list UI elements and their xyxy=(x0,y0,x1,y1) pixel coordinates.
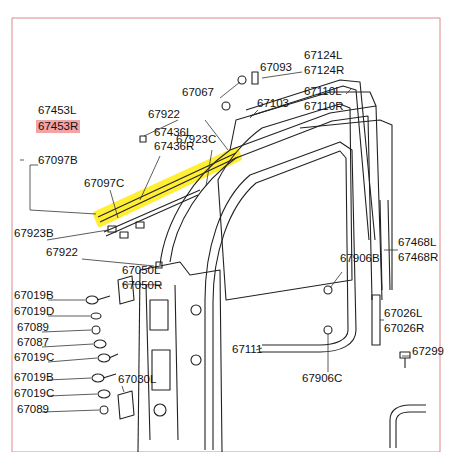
part-number: 67110L xyxy=(304,85,342,98)
part-number: 67124R xyxy=(304,64,344,77)
part-number: 67050L xyxy=(122,264,160,277)
part-number: 67087 xyxy=(17,336,49,349)
part-number: 67019D xyxy=(14,305,54,318)
frame-border xyxy=(12,18,440,452)
part-number: 67453R xyxy=(38,120,78,133)
part-number: 67906B xyxy=(340,252,380,265)
part-number: 67299 xyxy=(412,345,444,358)
part-number: 67019C xyxy=(14,387,54,400)
part-number: 67922 xyxy=(46,246,78,259)
leader-lines xyxy=(20,72,410,412)
highlighted-part-number: 67453R xyxy=(36,120,80,133)
part-number: 67468R xyxy=(398,251,438,264)
part-number: 67111 xyxy=(232,343,262,356)
part-number: 67097B xyxy=(38,154,78,167)
part-number: 67110R xyxy=(304,100,343,113)
part-number: 67019C xyxy=(14,351,54,364)
part-number: 67019B xyxy=(14,289,54,302)
part-number: 67089 xyxy=(17,403,49,416)
part-number: 67067 xyxy=(182,86,214,99)
part-number: 67019B xyxy=(14,371,54,384)
part-number: 67124L xyxy=(304,49,342,62)
part-number: 67906C xyxy=(302,372,342,385)
part-number: 67453L xyxy=(38,104,76,117)
part-number: 67922 xyxy=(148,108,180,121)
part-number: 67097C xyxy=(84,177,124,190)
part-number: 67468L xyxy=(398,236,436,249)
part-number: 67093 xyxy=(260,61,292,74)
part-number: 67030L xyxy=(118,373,156,386)
part-number: 67026R xyxy=(384,322,424,335)
part-number: 67923C xyxy=(176,133,216,146)
part-number: 67089 xyxy=(17,321,49,334)
bolt-symbols xyxy=(86,296,118,414)
part-number: 67923B xyxy=(14,227,54,240)
part-number: 67050R xyxy=(122,279,162,292)
part-number: 67026L xyxy=(384,307,422,320)
part-number: 67103 xyxy=(257,97,289,110)
